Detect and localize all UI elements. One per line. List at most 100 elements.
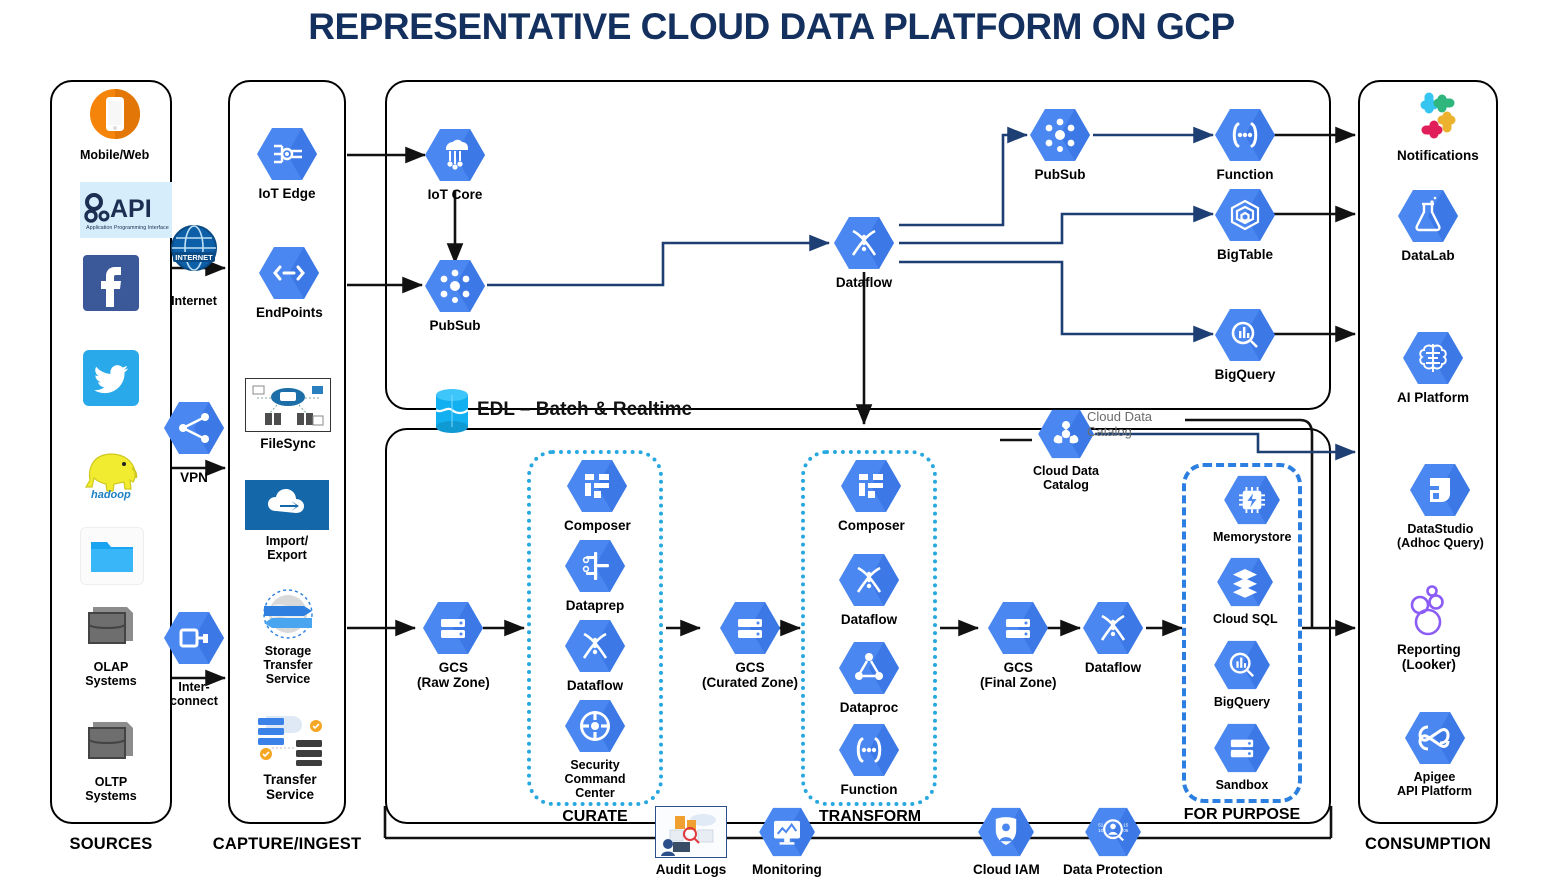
consumption-label: Apigee API Platform	[1397, 770, 1473, 798]
source-item-api[interactable]: API Application Programming Interface	[80, 182, 172, 238]
consumption-item-notifications[interactable]: Notifications	[1397, 88, 1479, 163]
capture-item-transfer-service[interactable]: Transfer Service	[250, 710, 330, 802]
capture-label: Storage Transfer Service	[263, 644, 313, 686]
dataflow-icon	[833, 215, 895, 271]
purpose-item-cloud-sql[interactable]: Cloud SQL	[1213, 556, 1278, 626]
data-lake-cylinder-icon	[433, 388, 469, 433]
group-for-purpose	[1182, 463, 1302, 803]
lane-label-sources: SOURCES	[69, 835, 153, 853]
purpose-item-sandbox[interactable]: Sandbox	[1213, 722, 1271, 792]
dataflow-icon	[564, 618, 626, 674]
source-item-hadoop[interactable]: hadoop	[80, 440, 146, 502]
batch-item-gcs-raw[interactable]: GCS (Raw Zone)	[417, 600, 490, 690]
curate-item-composer[interactable]: Composer	[564, 458, 631, 533]
consumption-item-apigee[interactable]: Apigee API Platform	[1397, 710, 1472, 798]
governance-label: Data Protection	[1063, 862, 1163, 877]
transform-item-dataflow[interactable]: Dataflow	[838, 552, 900, 627]
capture-item-iot-edge[interactable]: IoT Edge	[256, 126, 318, 201]
streaming-item-iot-core[interactable]: IoT Core	[424, 127, 486, 202]
streaming-label: PubSub	[429, 318, 481, 333]
consumption-item-datalab[interactable]: DataLab	[1397, 188, 1459, 263]
curate-item-dataprep[interactable]: Dataprep	[564, 538, 626, 613]
streaming-item-bigquery[interactable]: BigQuery	[1214, 307, 1276, 382]
endpoints-icon	[258, 245, 320, 301]
streaming-item-function[interactable]: Function	[1214, 107, 1276, 182]
consumption-label: DataLab	[1401, 248, 1455, 263]
governance-item-audit-logs[interactable]: Audit Logs	[655, 806, 727, 877]
transport-label: Internet	[171, 294, 217, 308]
governance-item-cloud-iam[interactable]: Cloud IAM	[973, 806, 1040, 877]
source-item-olap[interactable]: OLAP Systems	[80, 600, 142, 688]
interconnect-icon	[163, 610, 225, 666]
memorystore-icon	[1223, 474, 1281, 526]
source-label: Mobile/Web	[80, 148, 150, 162]
lane-label-capture: CAPTURE/INGEST	[212, 835, 362, 853]
streaming-item-pubsub-1[interactable]: PubSub	[424, 258, 486, 333]
filesync-icon	[245, 378, 331, 432]
streaming-label: IoT Core	[427, 187, 483, 202]
api-icon: API Application Programming Interface	[80, 182, 172, 238]
transport-item-internet[interactable]: INTERNET Internet	[163, 222, 225, 308]
curate-label: Dataflow	[566, 678, 624, 693]
source-item-mobile-web[interactable]: Mobile/Web	[80, 88, 149, 162]
transfer-service-icon	[250, 710, 330, 768]
batch-item-dataflow-final[interactable]: Dataflow	[1082, 600, 1144, 675]
purpose-label: Sandbox	[1215, 778, 1269, 792]
curate-item-scc[interactable]: Security Command Center	[564, 698, 626, 800]
audit-logs-icon	[655, 806, 727, 858]
catalog-label: Cloud Data Catalog	[1033, 464, 1099, 492]
batch-label: Dataflow	[1084, 660, 1142, 675]
svg-text:15: 15	[1123, 822, 1129, 827]
consumption-item-ai-platform[interactable]: AI Platform	[1397, 330, 1469, 405]
capture-item-filesync[interactable]: FileSync	[245, 378, 331, 451]
database-stack-icon	[80, 715, 142, 771]
cloud-data-catalog-icon	[1037, 408, 1095, 460]
dataprep-icon	[564, 538, 626, 594]
purpose-label: Cloud SQL	[1213, 612, 1278, 626]
source-item-files[interactable]	[80, 527, 144, 585]
governance-item-monitoring[interactable]: Monitoring	[752, 806, 822, 877]
twitter-icon	[80, 350, 142, 406]
curate-label: Dataprep	[565, 598, 625, 613]
transform-label: Dataflow	[840, 612, 898, 627]
composer-icon	[566, 458, 628, 514]
svg-text:INTERNET: INTERNET	[175, 253, 213, 262]
iot-edge-icon	[256, 126, 318, 182]
batch-item-gcs-final[interactable]: GCS (Final Zone)	[980, 600, 1057, 690]
transform-item-composer[interactable]: Composer	[838, 458, 905, 533]
edl-label-text: EDL – Batch & Realtime	[477, 399, 693, 420]
group-label-curate: CURATE	[562, 808, 628, 825]
cloud-sql-icon	[1216, 556, 1274, 608]
consumption-item-datastudio[interactable]: DataStudio (Adhoc Query)	[1397, 462, 1484, 550]
consumption-label: DataStudio (Adhoc Query)	[1397, 522, 1484, 550]
transport-item-interconnect[interactable]: Inter- connect	[163, 610, 225, 708]
purpose-item-memorystore[interactable]: Memorystore	[1213, 474, 1292, 544]
consumption-item-reporting[interactable]: Reporting (Looker)	[1397, 582, 1461, 672]
svg-text:Application Programming Interf: Application Programming Interface	[86, 225, 169, 231]
capture-item-endpoints[interactable]: EndPoints	[256, 245, 323, 320]
transport-label: VPN	[180, 470, 208, 485]
dataflow-icon	[838, 552, 900, 608]
streaming-label: Function	[1216, 167, 1274, 182]
batch-item-gcs-curated[interactable]: GCS (Curated Zone)	[702, 600, 798, 690]
streaming-item-bigtable[interactable]: BigTable	[1214, 187, 1276, 262]
transport-item-vpn[interactable]: VPN	[163, 400, 225, 485]
transform-item-function[interactable]: Function	[838, 722, 900, 797]
group-label-transform: TRANSFORM	[818, 808, 922, 825]
streaming-item-pubsub-2[interactable]: PubSub	[1029, 107, 1091, 182]
purpose-item-bigquery[interactable]: BigQuery	[1213, 639, 1271, 709]
capture-item-storage-transfer[interactable]: Storage Transfer Service	[250, 588, 326, 686]
curate-item-dataflow[interactable]: Dataflow	[564, 618, 626, 693]
capture-item-import-export[interactable]: Import/ Export	[245, 480, 329, 562]
source-item-twitter[interactable]	[80, 350, 142, 406]
source-item-facebook[interactable]	[80, 255, 142, 311]
transform-item-dataproc[interactable]: Dataproc	[838, 640, 900, 715]
ai-platform-icon	[1402, 330, 1464, 386]
lane-label-consumption: CONSUMPTION	[1365, 835, 1491, 853]
dataproc-icon	[838, 640, 900, 696]
source-item-oltp[interactable]: OLTP Systems	[80, 715, 142, 803]
cloud-data-catalog[interactable]: Cloud Data Catalog	[1033, 408, 1099, 492]
streaming-item-dataflow[interactable]: Dataflow	[833, 215, 895, 290]
